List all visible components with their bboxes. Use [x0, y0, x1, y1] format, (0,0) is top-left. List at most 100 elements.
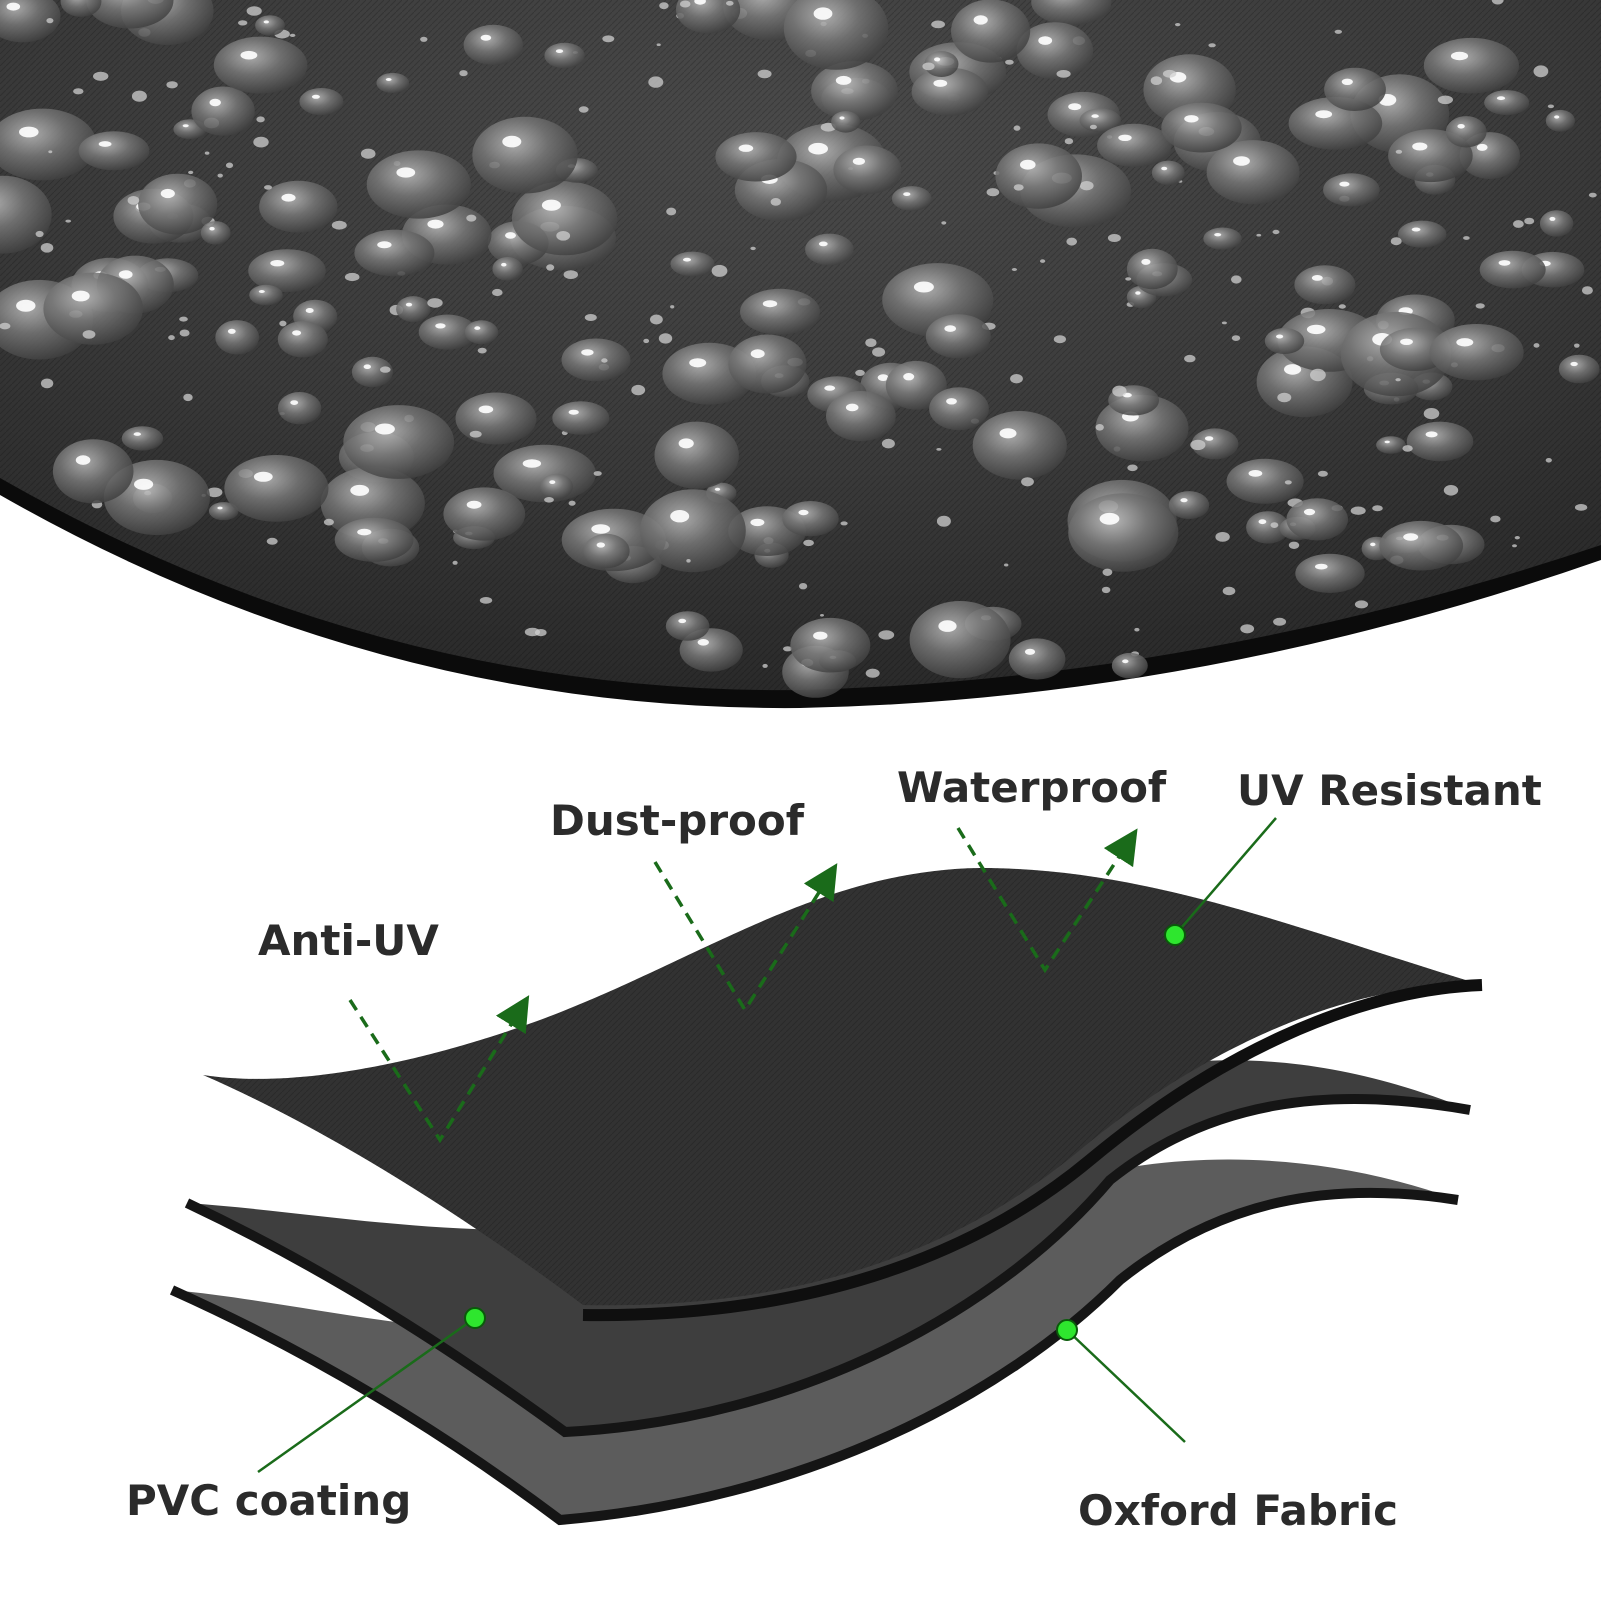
droplet-highlight: [1339, 181, 1350, 187]
droplet-highlight: [750, 518, 765, 527]
water-droplet: [1162, 69, 1177, 78]
water-droplet: [1395, 149, 1403, 154]
droplet-highlight: [1496, 96, 1506, 101]
water-droplet: [941, 221, 947, 225]
marker-dots: [464, 924, 1186, 1341]
water-droplet: [811, 61, 898, 121]
droplet-highlight: [1284, 364, 1302, 375]
water-droplet: [826, 391, 896, 442]
droplet-highlight: [973, 15, 988, 25]
water-droplet: [1151, 160, 1185, 185]
droplet-highlight: [1476, 143, 1488, 151]
droplet-highlight: [1311, 275, 1323, 281]
water-droplet: [648, 76, 664, 88]
water-droplet: [1226, 458, 1304, 504]
water-droplet: [1334, 29, 1343, 34]
water-droplet: [73, 88, 84, 95]
water-droplet: [188, 170, 194, 175]
droplet-highlight: [270, 260, 285, 267]
water-droplet: [670, 305, 675, 309]
water-droplet: [86, 0, 174, 29]
water-droplet: [331, 220, 347, 230]
droplet-highlight: [1306, 324, 1326, 335]
water-droplet: [1264, 328, 1305, 354]
droplet-highlight: [694, 0, 706, 5]
dashed-deflect-arrow-icon: [956, 827, 1138, 974]
water-droplet: [840, 521, 848, 526]
water-droplet: [770, 198, 781, 206]
water-droplet: [168, 335, 175, 341]
water-droplet: [922, 62, 935, 71]
water-droplet: [472, 116, 578, 194]
water-droplet: [665, 611, 710, 641]
droplet-highlight: [568, 409, 579, 415]
droplet-highlight: [1122, 659, 1129, 664]
water-droplet: [511, 181, 618, 256]
water-droplet: [208, 502, 239, 521]
water-droplet: [1125, 277, 1132, 281]
water-droplet: [1284, 480, 1292, 485]
water-droplet: [46, 18, 54, 24]
droplet-highlight: [1214, 233, 1222, 237]
water-droplet: [715, 132, 797, 182]
water-droplet: [0, 108, 97, 181]
water-droplet: [1064, 138, 1074, 145]
water-droplet: [138, 173, 218, 235]
droplet-highlight: [1341, 78, 1353, 86]
water-droplet: [1168, 491, 1210, 520]
fabric-layers: [169, 868, 1483, 1526]
droplet-highlight: [281, 193, 296, 202]
droplet-highlight: [19, 126, 39, 138]
water-droplet: [931, 20, 945, 29]
droplet-highlight: [98, 141, 112, 147]
droplet-highlight: [71, 290, 90, 302]
droplet-highlight: [596, 542, 605, 548]
droplet-highlight: [1258, 519, 1267, 525]
water-droplet: [1479, 250, 1546, 289]
water-droplet: [246, 6, 262, 16]
water-droplet: [593, 471, 602, 476]
water-droplet: [666, 207, 677, 216]
water-droplet: [396, 296, 431, 323]
water-droplet: [1372, 505, 1383, 512]
water-droplet: [1079, 181, 1094, 191]
water-droplet: [584, 314, 597, 321]
droplet-highlight: [824, 385, 836, 391]
water-droplet: [878, 630, 895, 640]
water-droplet: [289, 33, 296, 38]
water-droplet: [334, 517, 414, 562]
droplet-highlight: [1099, 512, 1120, 525]
droplet-highlight: [209, 226, 215, 231]
water-droplet: [1184, 354, 1196, 363]
water-droplet: [213, 36, 308, 94]
water-droplet: [183, 393, 193, 402]
droplet-highlight: [160, 188, 175, 199]
water-droplet: [52, 439, 134, 504]
water-droplet: [1004, 563, 1009, 567]
water-droplet: [255, 15, 285, 36]
droplet-highlight: [555, 49, 564, 53]
droplet-highlight: [808, 142, 828, 155]
water-droplet: [360, 148, 376, 159]
water-droplet: [469, 430, 482, 438]
water-droplet: [986, 188, 1000, 197]
water-droplet: [200, 221, 231, 245]
droplet-highlight: [1141, 258, 1151, 265]
water-droplet: [217, 173, 223, 178]
water-droplet: [191, 86, 255, 136]
water-droplet: [568, 500, 576, 506]
water-droplet: [1011, 268, 1018, 271]
droplet-highlight: [1161, 166, 1168, 171]
water-droplet: [654, 421, 739, 489]
droplet-highlight: [522, 459, 542, 468]
droplet-highlight: [877, 374, 889, 381]
water-droplet: [1190, 439, 1206, 451]
water-droplet: [266, 537, 278, 545]
water-droplet: [803, 539, 814, 547]
water-droplet: [650, 314, 663, 325]
water-droplet: [1588, 192, 1597, 198]
water-droplet: [1539, 210, 1574, 237]
water-droplet: [354, 229, 435, 277]
water-droplets-photo: [0, 0, 1601, 709]
